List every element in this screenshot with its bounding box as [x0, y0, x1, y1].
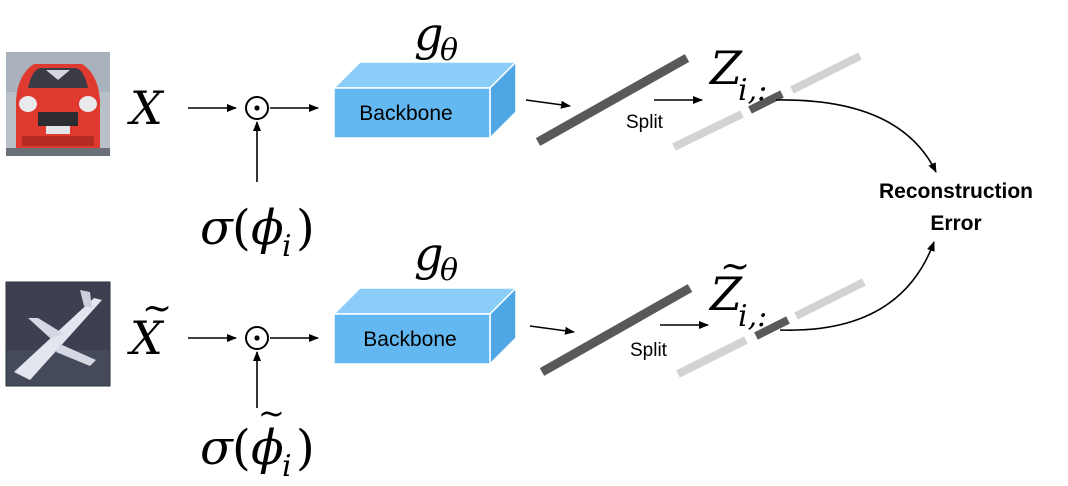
svg-text:~: ~ — [142, 288, 172, 329]
mask-parameter-label: σ ( ϕ i ) — [200, 200, 315, 264]
output-label: ~ Z i,: — [708, 246, 767, 334]
svg-text:~: ~ — [258, 394, 285, 432]
svg-text:i: i — [282, 229, 292, 264]
input-symbol-x-tilde: ~ X — [127, 288, 172, 365]
backbone-box: Backbone — [332, 60, 518, 140]
svg-text:Z: Z — [708, 41, 743, 95]
svg-text:ϕ: ϕ — [251, 200, 284, 256]
svg-text:Z: Z — [708, 267, 743, 321]
svg-text:): ) — [296, 420, 315, 476]
svg-text:g: g — [414, 227, 443, 281]
svg-text:σ: σ — [200, 200, 234, 256]
backbone-box: Backbone — [332, 286, 518, 366]
split-label: Split — [626, 112, 664, 133]
svg-text:~: ~ — [720, 246, 750, 287]
arrow-to-loss-top — [775, 99, 937, 173]
svg-text:X: X — [127, 311, 165, 365]
svg-text:θ: θ — [440, 33, 458, 68]
arrow-backbone-to-features — [529, 325, 575, 335]
split-feature-chunks — [672, 52, 862, 151]
bottom-branch: ~ X σ ( ~ ϕ i ) g θ — [5, 227, 935, 484]
backbone-label: Backbone — [359, 102, 452, 125]
reconstruction-error-label: Reconstruction Error — [879, 180, 1033, 235]
svg-text:i: i — [282, 449, 292, 484]
svg-text:Error: Error — [930, 212, 981, 235]
elementwise-product-operator — [245, 326, 269, 350]
car-image — [6, 52, 110, 156]
feature-vector — [535, 54, 690, 146]
airplane-image — [5, 281, 111, 387]
svg-text:g: g — [414, 7, 443, 61]
split-feature-chunks — [676, 278, 866, 378]
feature-vector — [539, 284, 693, 376]
backbone-label: Backbone — [363, 328, 456, 351]
selected-chunk — [748, 90, 784, 114]
svg-text:θ: θ — [440, 253, 458, 288]
mask-parameter-label: σ ( ~ ϕ i ) — [200, 394, 315, 484]
split-label: Split — [630, 340, 668, 361]
svg-text:ϕ: ϕ — [251, 420, 284, 476]
svg-text:Reconstruction: Reconstruction — [879, 180, 1033, 203]
model-label: g θ — [414, 227, 458, 288]
model-label: g θ — [414, 7, 458, 68]
svg-text:i,:: i,: — [738, 73, 767, 108]
arrow-backbone-to-features — [525, 99, 571, 109]
output-label: Z i,: — [708, 41, 767, 108]
selected-chunk — [754, 316, 790, 340]
arrow-to-loss-bottom — [779, 241, 935, 331]
input-symbol-x: X — [127, 81, 165, 135]
svg-text:(: ( — [232, 420, 251, 476]
svg-text:σ: σ — [200, 420, 234, 476]
svg-text:i,:: i,: — [738, 299, 767, 334]
svg-text:(: ( — [232, 200, 251, 256]
elementwise-product-operator — [245, 96, 269, 120]
svg-text:): ) — [296, 200, 315, 256]
top-branch: X σ ( ϕ i ) g θ Backbone — [6, 7, 937, 264]
